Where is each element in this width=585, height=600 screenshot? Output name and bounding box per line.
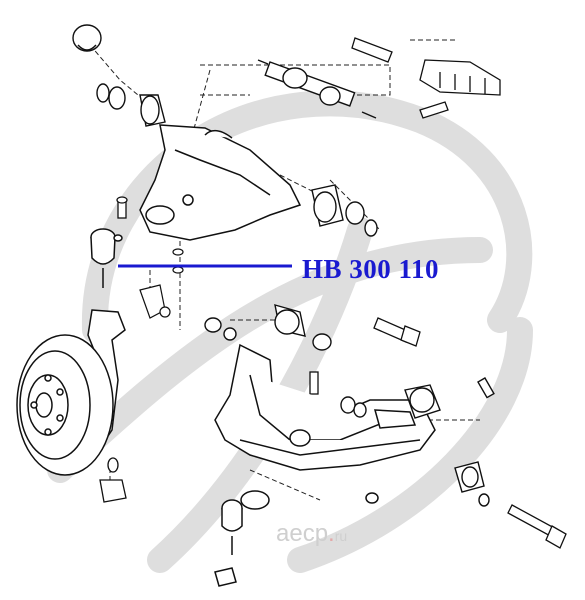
upper-bushing-rear bbox=[311, 184, 378, 237]
dust-boot-cap bbox=[72, 24, 102, 52]
stabilizer-bushing bbox=[454, 461, 490, 507]
upper-bolt bbox=[116, 196, 128, 219]
lower-ball-joint bbox=[214, 490, 379, 587]
shim-bracket bbox=[351, 37, 501, 119]
lower-control-arm bbox=[214, 343, 436, 471]
lower-bushing-front bbox=[204, 304, 332, 351]
upper-cross-shaft bbox=[257, 59, 377, 119]
watermark-dot: . bbox=[328, 520, 335, 547]
upper-ball-joint bbox=[90, 228, 123, 288]
upper-bushing-front bbox=[96, 83, 166, 127]
brake-disc-hub bbox=[16, 334, 114, 476]
stack-washers bbox=[139, 248, 184, 319]
lower-nut bbox=[99, 457, 127, 503]
upper-control-arm bbox=[139, 124, 302, 241]
lower-bushing-rear bbox=[340, 377, 495, 419]
watermark-tld: ru bbox=[334, 528, 348, 544]
long-bolt bbox=[507, 504, 567, 549]
part-number-label: HB 300 110 bbox=[302, 254, 440, 284]
watermark-brand: aecp.ru bbox=[276, 520, 347, 548]
watermark-word: aecp bbox=[276, 520, 329, 547]
lower-arm-bolt bbox=[309, 317, 421, 395]
